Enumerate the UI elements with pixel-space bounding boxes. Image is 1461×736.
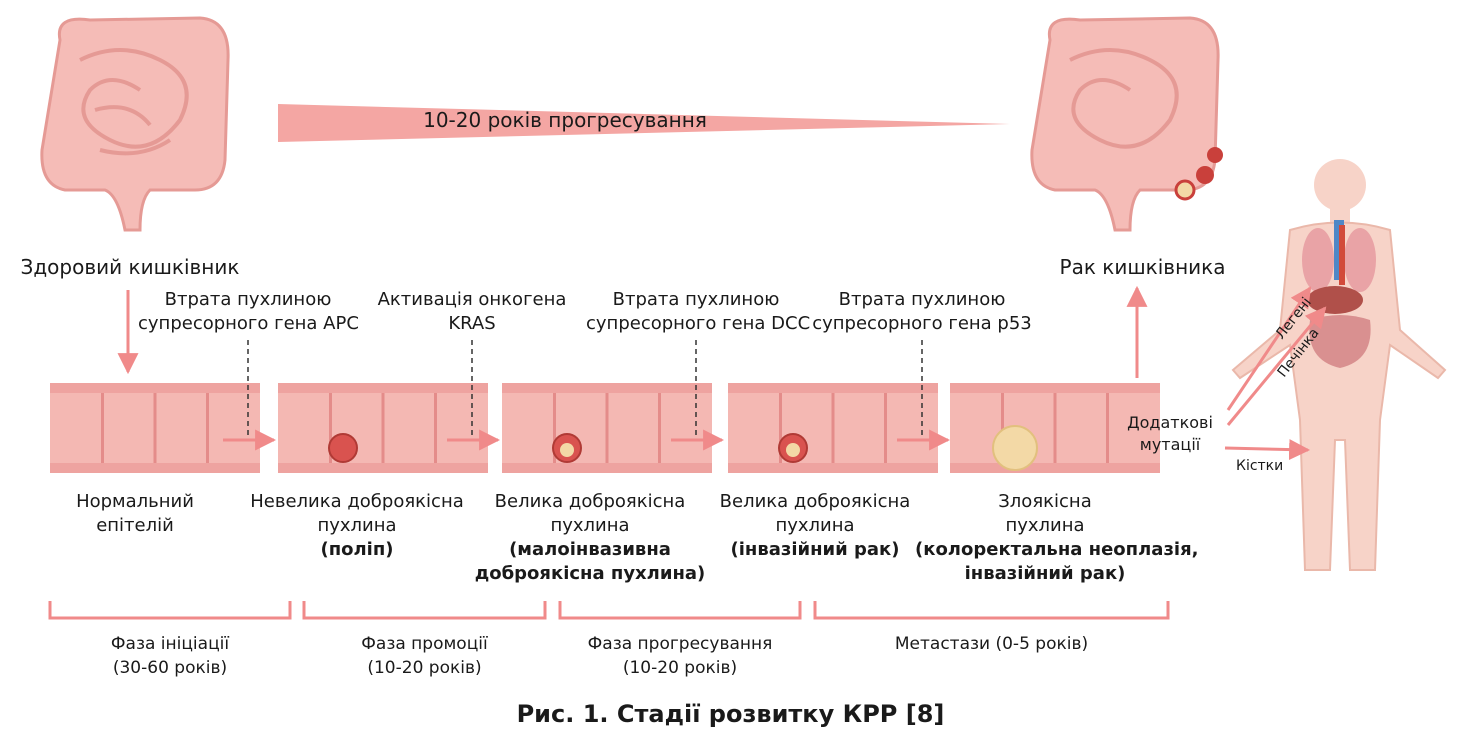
stage-line1: Злоякісна [998, 491, 1092, 512]
colon-segment [502, 383, 712, 473]
stage-label: Злоякісна пухлина (колоректальна неоплазі… [915, 490, 1199, 586]
human-body-illustration [1231, 159, 1447, 571]
stage-line1: Невелика доброякісна [250, 491, 464, 512]
phase-bracket [302, 601, 547, 620]
mutation-line1: Активація онкогена [377, 289, 567, 310]
mutation-label: Втрата пухлиною супресорного гена p53 [812, 288, 1032, 336]
mutation-line2: супресорного гена APC [138, 313, 359, 334]
stage-line1: Велика доброякісна [719, 491, 911, 512]
stage-label: Велика доброякісна пухлина (інвазійний ра… [685, 490, 945, 562]
cancer-colon-illustration [1030, 16, 1223, 232]
stage-bold1: (колоректальна неоплазія, [915, 539, 1199, 560]
colon-segment [728, 383, 938, 473]
phase-bracket [48, 601, 292, 620]
colon-segment [950, 383, 1160, 473]
phase-label: Фаза ініціації (30-60 років) [50, 632, 290, 680]
mutation-line2: супресорного гена p53 [812, 313, 1032, 334]
tumor-spot [1174, 179, 1196, 201]
phase-bracket [813, 601, 1170, 620]
mutation-line1: Втрата пухлиною [612, 289, 780, 310]
phase-name: Метастази (0-5 років) [894, 634, 1089, 654]
stage-bold1: (інвазійний рак) [730, 539, 900, 560]
phase-label: Метастази (0-5 років) [815, 632, 1168, 656]
stage-label: Велика доброякісна пухлина (малоінвазивна… [460, 490, 720, 586]
figure-caption: Рис. 1. Стадії розвитку КРР [8] [516, 700, 945, 728]
stage-line2: пухлина [550, 515, 630, 536]
organ-bones-label: Кістки [1236, 458, 1283, 474]
phase-years: (10-20 років) [367, 658, 482, 678]
stage-line1: Нормальний [76, 491, 194, 512]
progression-arrow [278, 104, 1010, 142]
stage-label: Невелика доброякісна пухлина (поліп) [227, 490, 487, 562]
healthy-colon-illustration [40, 16, 230, 232]
stage-line2: пухлина [317, 515, 397, 536]
colon-segment [50, 383, 260, 473]
stage-line2: епітелій [96, 515, 174, 536]
lung-metastasis-arrow [1226, 286, 1312, 411]
stage-line1: Велика доброякісна [494, 491, 686, 512]
stage-line2: пухлина [1005, 515, 1085, 536]
phase-name: Фаза промоції [361, 634, 488, 654]
stage-label: Нормальний епітелій [5, 490, 265, 538]
mutation-line1: Втрата пухлиною [164, 289, 332, 310]
phase-bracket [558, 601, 802, 620]
mutation-line2: KRAS [448, 313, 496, 334]
stage-bold1: (малоінвазивна [509, 539, 671, 560]
stage-bold1: (поліп) [320, 539, 394, 560]
mutation-line1: Втрата пухлиною [838, 289, 1006, 310]
bone-metastasis-arrow [1224, 439, 1311, 461]
mutation-line2: супресорного гена DCC [586, 313, 811, 334]
colon-segment [278, 383, 488, 473]
phase-years: (10-20 років) [622, 658, 738, 678]
healthy-colon-label: Здоровий кишківник [20, 255, 240, 279]
phase-label: Фаза прогресування (10-20 років) [560, 632, 800, 680]
stage-bold2: інвазійний рак) [964, 563, 1126, 584]
stage-line2: пухлина [775, 515, 855, 536]
stage-bold2: доброякісна пухлина) [474, 563, 706, 584]
progression-label: 10-20 років прогресування [423, 108, 707, 132]
mutation-label: Активація онкогена KRAS [362, 288, 582, 336]
phase-name: Фаза ініціації [110, 634, 230, 654]
mutation-label: Втрата пухлиною супресорного гена APC [138, 288, 359, 336]
cancer-colon-label: Рак кишківника [1059, 255, 1226, 279]
tumor-spot [1196, 166, 1214, 184]
polyp [328, 433, 358, 463]
phase-label: Фаза промоції (10-20 років) [304, 632, 545, 680]
malignant-tumor [992, 425, 1038, 471]
phase-years: (30-60 років) [112, 658, 228, 678]
phase-name: Фаза прогресування [587, 634, 773, 654]
additional-mutations-label: Додаткові мутації [1120, 412, 1220, 456]
tumor-spot [1207, 147, 1223, 163]
additional-mutations-line1: Додаткові [1127, 413, 1213, 432]
mutation-label: Втрата пухлиною супресорного гена DCC [586, 288, 811, 336]
liver-metastasis-arrow [1226, 306, 1327, 426]
additional-mutations-line2: мутації [1139, 435, 1201, 454]
